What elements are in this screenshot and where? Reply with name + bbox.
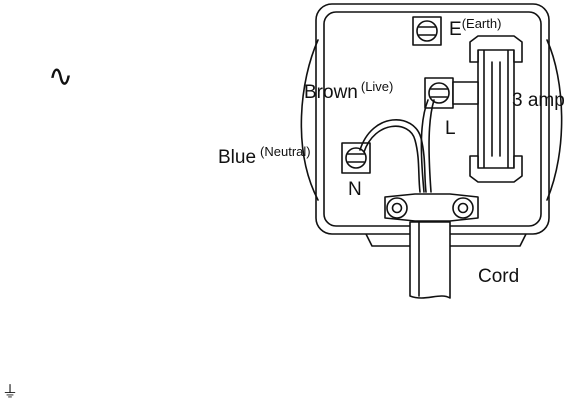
live-note: (Live) <box>361 79 394 94</box>
neutral-note: (Neutral) <box>260 144 311 159</box>
cord <box>410 222 450 298</box>
live-color: Brown <box>304 82 358 103</box>
neutral-letter: N <box>348 180 362 199</box>
neutral-label: Blue(Neutral) <box>218 148 311 167</box>
earth-letter: E <box>449 19 462 40</box>
earth-note: (Earth) <box>462 16 502 31</box>
earth-label: E(Earth) <box>449 20 501 39</box>
live-letter: L <box>445 119 456 138</box>
ground-symbol-icon: ⏚ <box>2 384 18 400</box>
earth-terminal <box>413 17 441 45</box>
ac-symbol-icon: ∿ <box>48 62 73 92</box>
live-label: Brown(Live) <box>304 83 393 102</box>
cord-clamp <box>385 194 478 221</box>
fuse-rating-label: 3 amp <box>512 91 565 110</box>
cord-label: Cord <box>478 267 519 286</box>
neutral-color: Blue <box>218 147 256 168</box>
